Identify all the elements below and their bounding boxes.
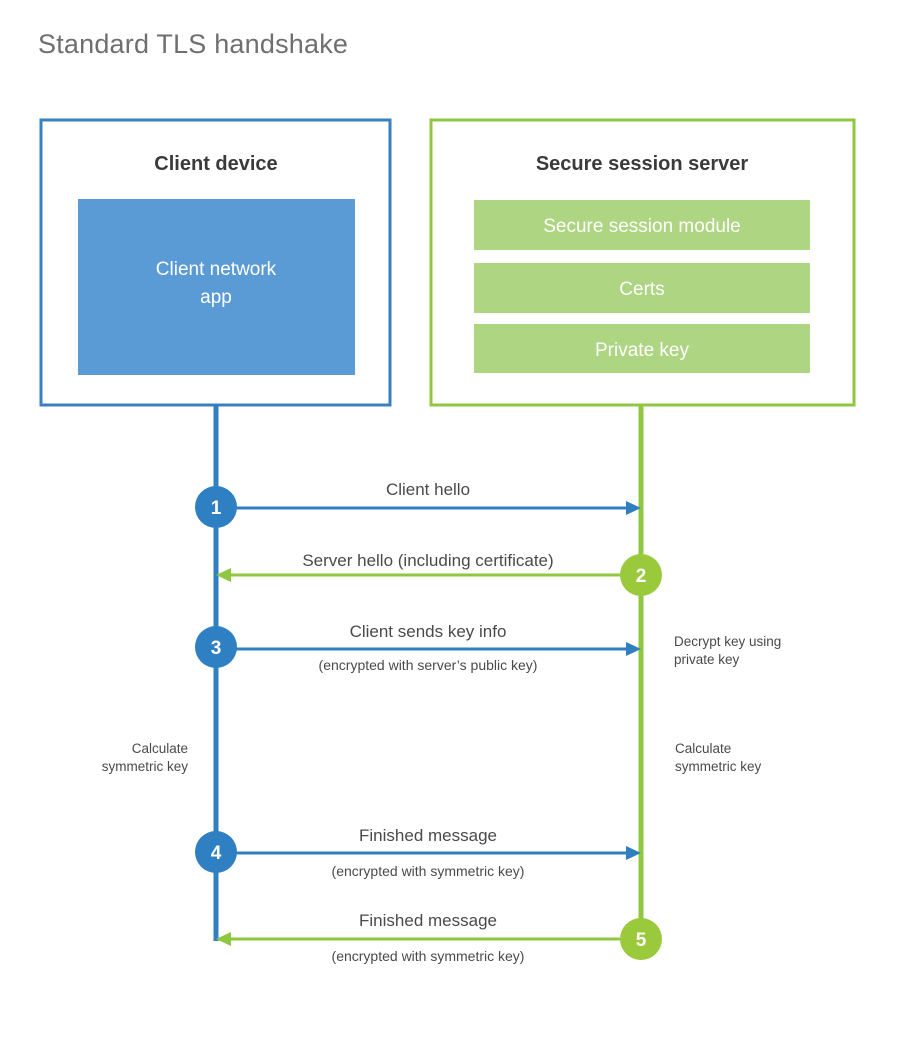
client-network-app-label-line1: Client network <box>156 259 277 280</box>
step-3-label: Client sends key info <box>350 622 507 641</box>
module-label-certs: Certs <box>619 279 664 300</box>
step-3-marker <box>195 626 237 668</box>
step-2-group: Server hello (including certificate) 2 <box>216 551 662 596</box>
step-1-arrowhead-icon <box>626 501 641 515</box>
server-calc-line2: symmetric key <box>675 759 762 774</box>
module-bar-secure-session-module <box>474 200 810 250</box>
step-2-marker <box>620 554 662 596</box>
step-3-sublabel: (encrypted with server’s public key) <box>319 657 538 673</box>
step-1-group: Client hello 1 <box>195 480 641 528</box>
step-4-label: Finished message <box>359 826 497 845</box>
step-3-number: 3 <box>211 638 222 659</box>
step-5-sublabel: (encrypted with symmetric key) <box>332 948 525 964</box>
step-4-marker <box>195 831 237 873</box>
step-5-arrowhead-icon <box>216 932 231 946</box>
module-label-private-key: Private key <box>595 340 689 361</box>
step-2-number: 2 <box>636 566 647 587</box>
step-5-marker <box>620 918 662 960</box>
decrypt-key-line1: Decrypt key using <box>674 634 781 649</box>
step-4-arrowhead-icon <box>626 846 641 860</box>
step-2-arrowhead-icon <box>216 568 231 582</box>
client-calc-line1: Calculate <box>132 741 188 756</box>
server-calculate-symmetric-key-annotation: Calculate symmetric key <box>675 741 762 774</box>
module-label-secure-session-module: Secure session module <box>543 216 741 237</box>
step-1-marker <box>195 486 237 528</box>
client-network-app-box <box>78 199 355 375</box>
client-device-title: Client device <box>154 153 277 175</box>
step-5-group: Finished message (encrypted with symmetr… <box>216 911 662 964</box>
server-calc-line1: Calculate <box>675 741 731 756</box>
step-1-label: Client hello <box>386 480 470 499</box>
step-1-number: 1 <box>211 498 222 519</box>
step-3-arrowhead-icon <box>626 642 641 656</box>
decrypt-key-annotation: Decrypt key using private key <box>674 634 781 667</box>
step-4-sublabel: (encrypted with symmetric key) <box>332 863 525 879</box>
client-network-app-label-line2: app <box>200 287 232 308</box>
step-5-label: Finished message <box>359 911 497 930</box>
step-2-label: Server hello (including certificate) <box>302 551 553 570</box>
step-5-number: 5 <box>636 930 647 951</box>
secure-session-server-panel: Secure session server Secure session mod… <box>429 118 856 407</box>
decrypt-key-line2: private key <box>674 652 740 667</box>
step-3-group: Client sends key info (encrypted with se… <box>195 622 641 673</box>
step-4-number: 4 <box>211 843 222 864</box>
client-device-panel: Client device Client network app <box>39 118 392 407</box>
step-4-group: Finished message (encrypted with symmetr… <box>195 826 641 879</box>
page-title: Standard TLS handshake <box>38 29 348 59</box>
module-bar-certs <box>474 263 810 313</box>
secure-session-server-title: Secure session server <box>536 153 749 175</box>
module-bar-private-key <box>474 324 810 373</box>
client-calc-line2: symmetric key <box>102 759 189 774</box>
client-calculate-symmetric-key-annotation: Calculate symmetric key <box>102 741 189 774</box>
